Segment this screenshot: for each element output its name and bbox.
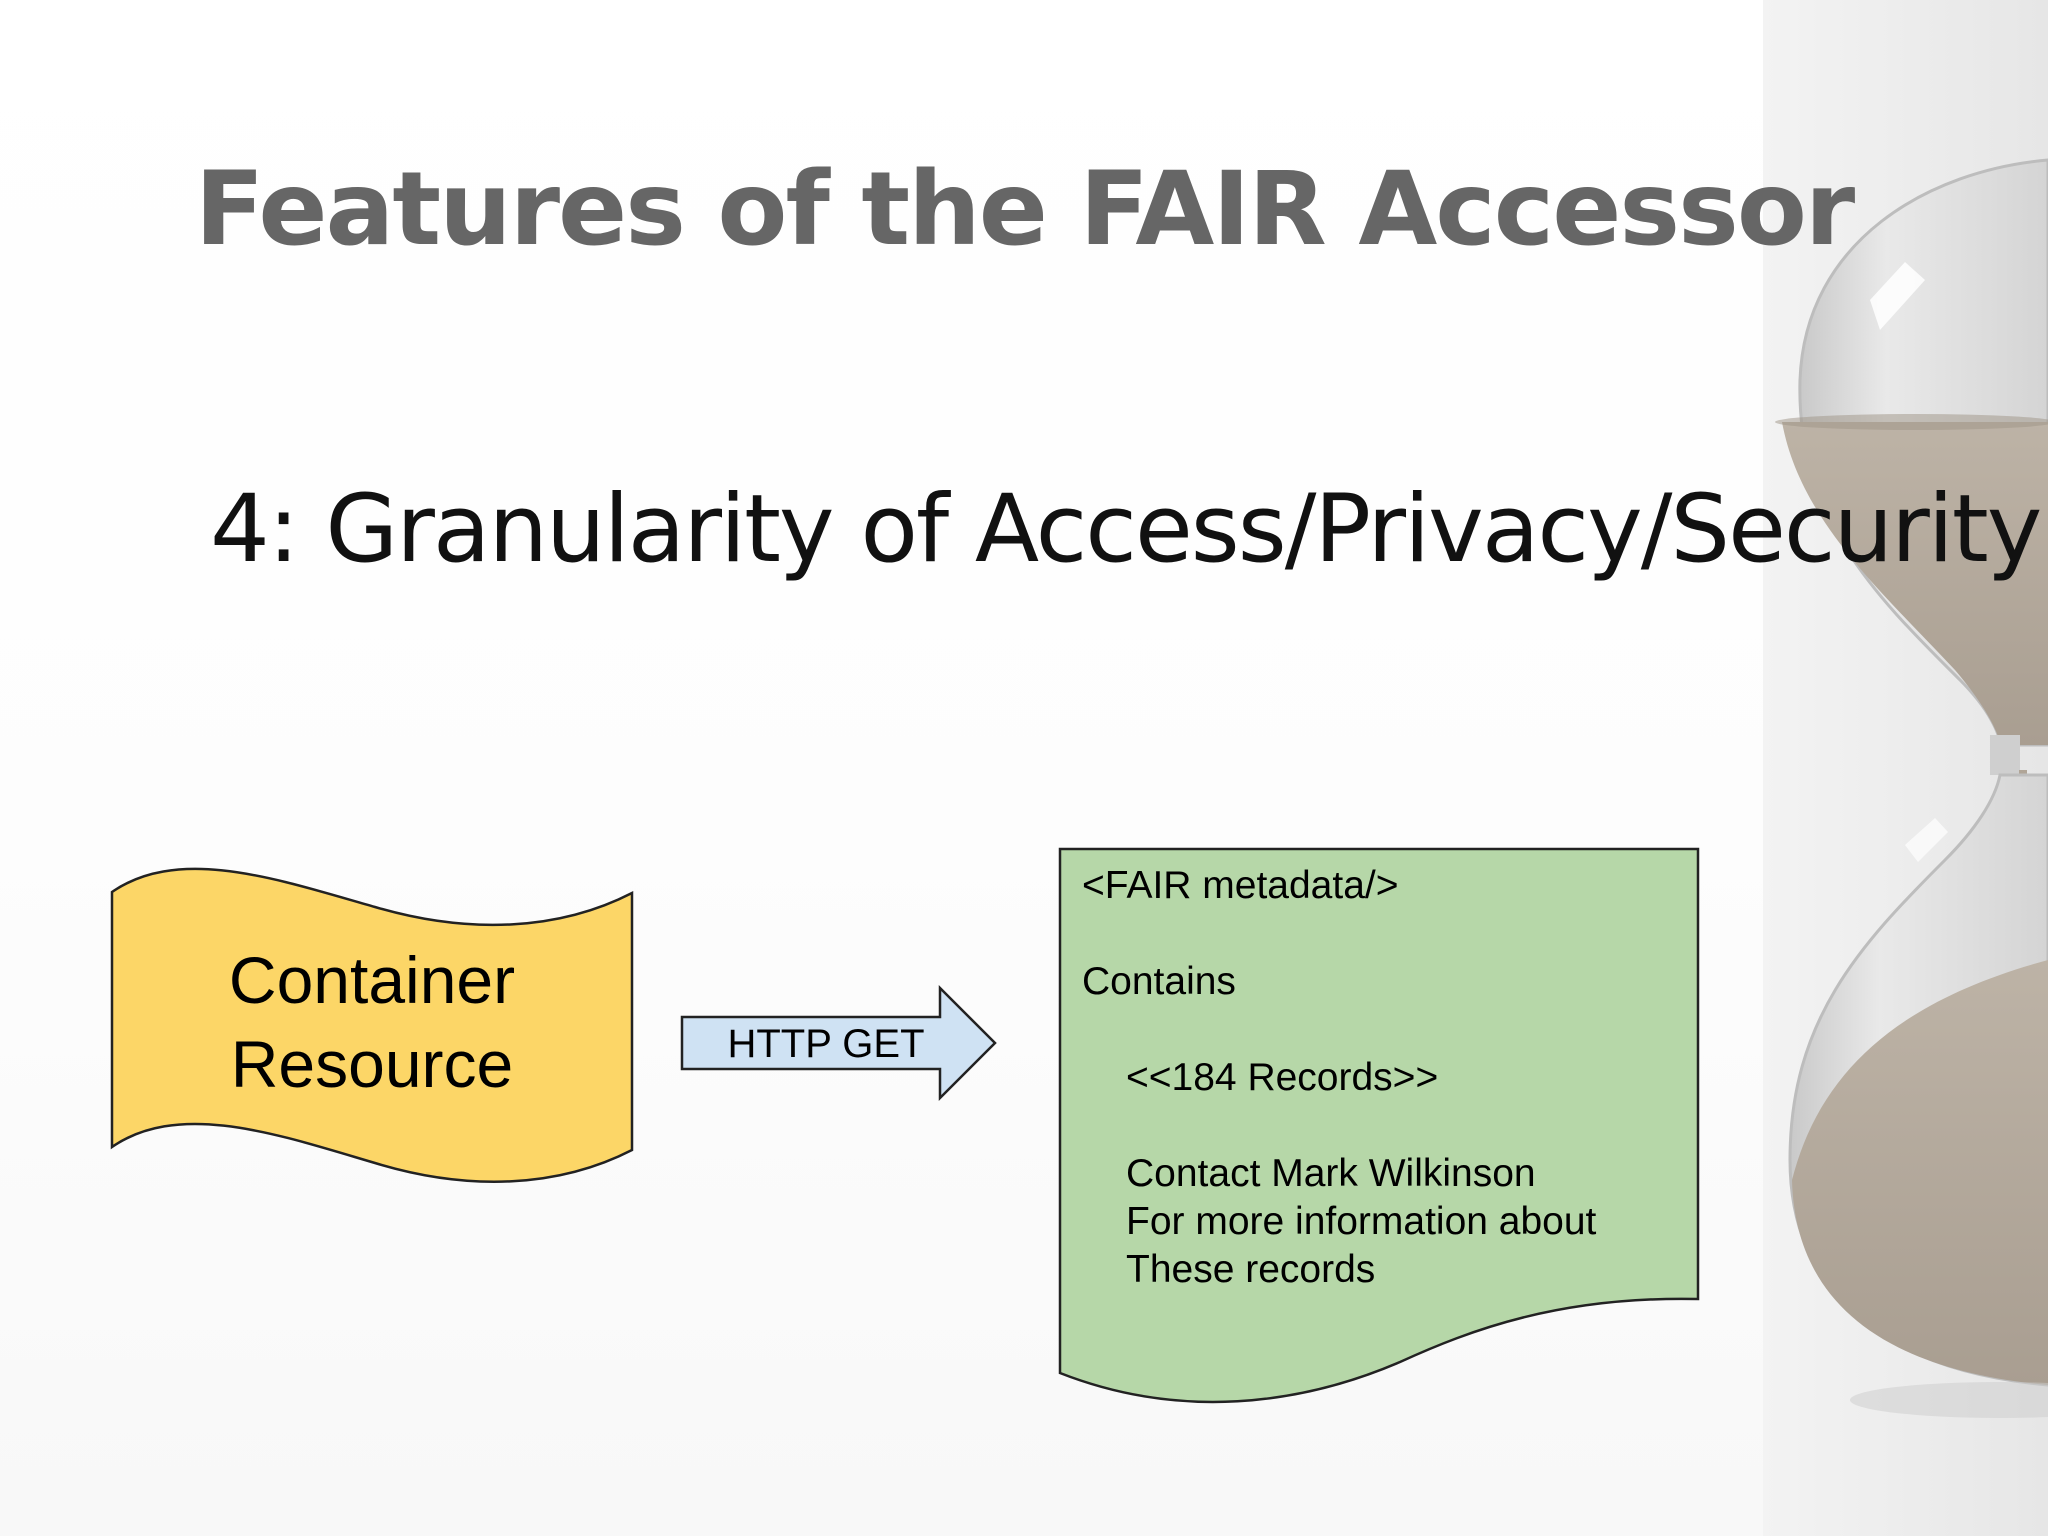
document-line: <<184 Records>> bbox=[1126, 1056, 1439, 1099]
document-line-blank bbox=[1082, 1006, 1682, 1054]
document-line: These records bbox=[1126, 1248, 1376, 1291]
http-get-arrow bbox=[680, 984, 997, 1102]
slide-title: Features of the FAIR Accessor bbox=[194, 150, 1855, 269]
document-line: <FAIR metadata/> bbox=[1082, 864, 1399, 907]
container-resource-label: Container Resource bbox=[112, 938, 632, 1106]
fair-metadata-document-text: <FAIR metadata/> Contains <<184 Records>… bbox=[1082, 862, 1682, 1294]
document-line-blank bbox=[1082, 1102, 1682, 1150]
container-resource-line: Resource bbox=[230, 1027, 514, 1101]
slide-subtitle: 4: Granularity of Access/Privacy/Securit… bbox=[210, 475, 2042, 584]
document-line: Contains bbox=[1082, 960, 1236, 1003]
container-resource-shape bbox=[110, 867, 634, 1183]
document-line-blank bbox=[1082, 910, 1682, 958]
http-get-label: HTTP GET bbox=[727, 1022, 925, 1066]
document-line: Contact Mark Wilkinson bbox=[1126, 1152, 1536, 1195]
fair-metadata-document-shape bbox=[1058, 847, 1700, 1404]
document-line: For more information about bbox=[1126, 1200, 1597, 1243]
container-resource-line: Container bbox=[228, 943, 516, 1017]
